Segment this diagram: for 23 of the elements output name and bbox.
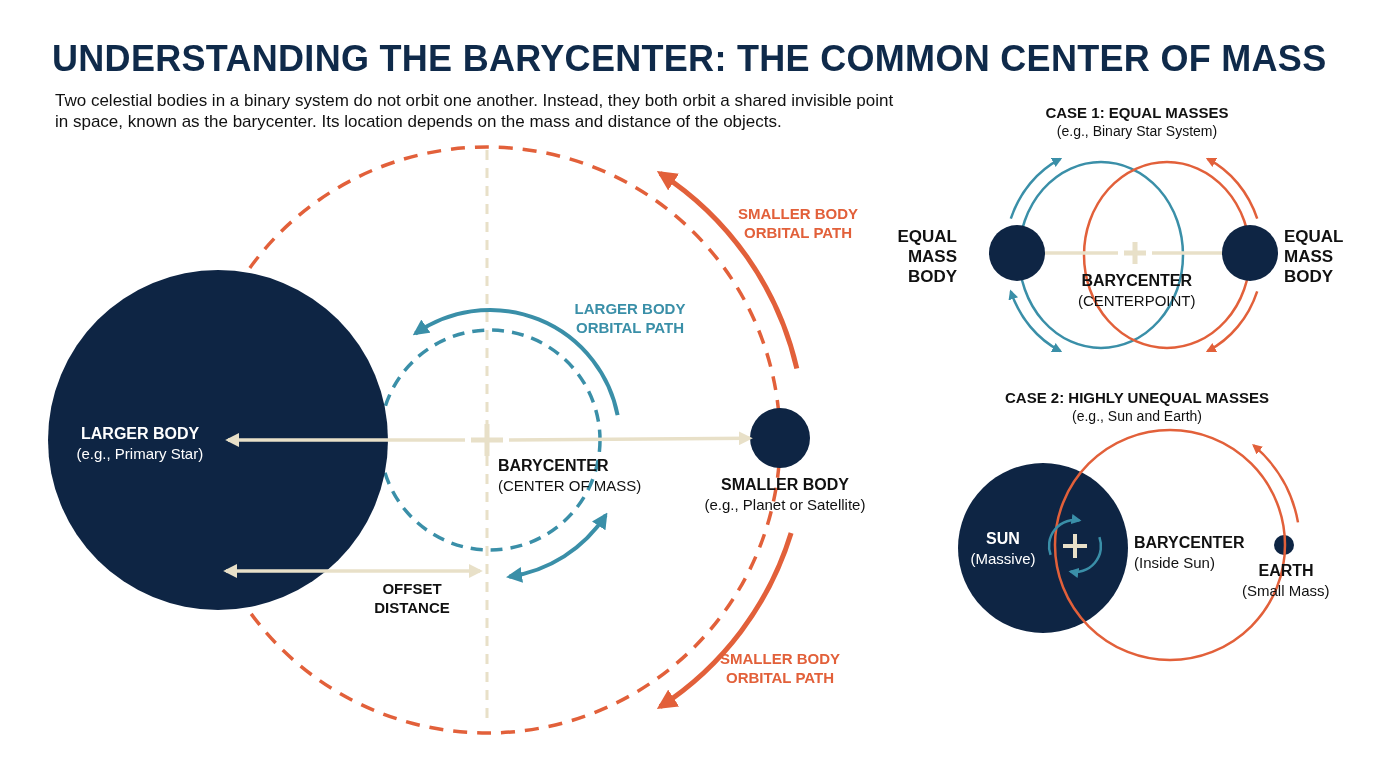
path-label: SMALLER BODY ORBITAL PATH xyxy=(719,650,841,688)
case-subheading: (e.g., Binary Star System) xyxy=(1055,123,1219,141)
case-subheading: (e.g., Sun and Earth) xyxy=(1071,408,1203,426)
case-heading: CASE 1: EQUAL MASSES xyxy=(1044,104,1230,123)
path-label: SMALLER BODY ORBITAL PATH xyxy=(737,205,859,243)
node-subtitle: (e.g., Planet or Satellite) xyxy=(704,496,866,514)
case-heading: CASE 2: HIGHLY UNEQUAL MASSES xyxy=(1004,389,1270,408)
node-title: BARYCENTER xyxy=(1134,534,1245,553)
dimension-label: OFFSET DISTANCE xyxy=(373,580,451,618)
node-title: LARGER BODY xyxy=(81,425,200,444)
arrow xyxy=(509,431,753,446)
arrow xyxy=(225,433,465,447)
node-subtitle: (CENTER OF MASS) xyxy=(498,477,642,495)
node-title: EQUAL MASS BODY xyxy=(896,227,957,288)
node-subtitle: (Massive) xyxy=(970,550,1036,568)
node-subtitle: (e.g., Primary Star) xyxy=(76,445,204,463)
node-title: SMALLER BODY xyxy=(721,476,849,495)
node-title: SUN xyxy=(986,530,1020,549)
node-subtitle: (Inside Sun) xyxy=(1134,554,1215,572)
description-text: Two celestial bodies in a binary system do not orbit one another. Instead, they both orbit a shared invisible point in space, known as the barycenter. Its location depends on the mass and distance of the objects. xyxy=(55,90,895,133)
path-label: LARGER BODY ORBITAL PATH xyxy=(573,300,687,338)
title: UNDERSTANDING THE BARYCENTER: THE COMMON CENTER OF MASS xyxy=(52,38,1327,80)
node-title: EQUAL MASS BODY xyxy=(1284,227,1345,288)
